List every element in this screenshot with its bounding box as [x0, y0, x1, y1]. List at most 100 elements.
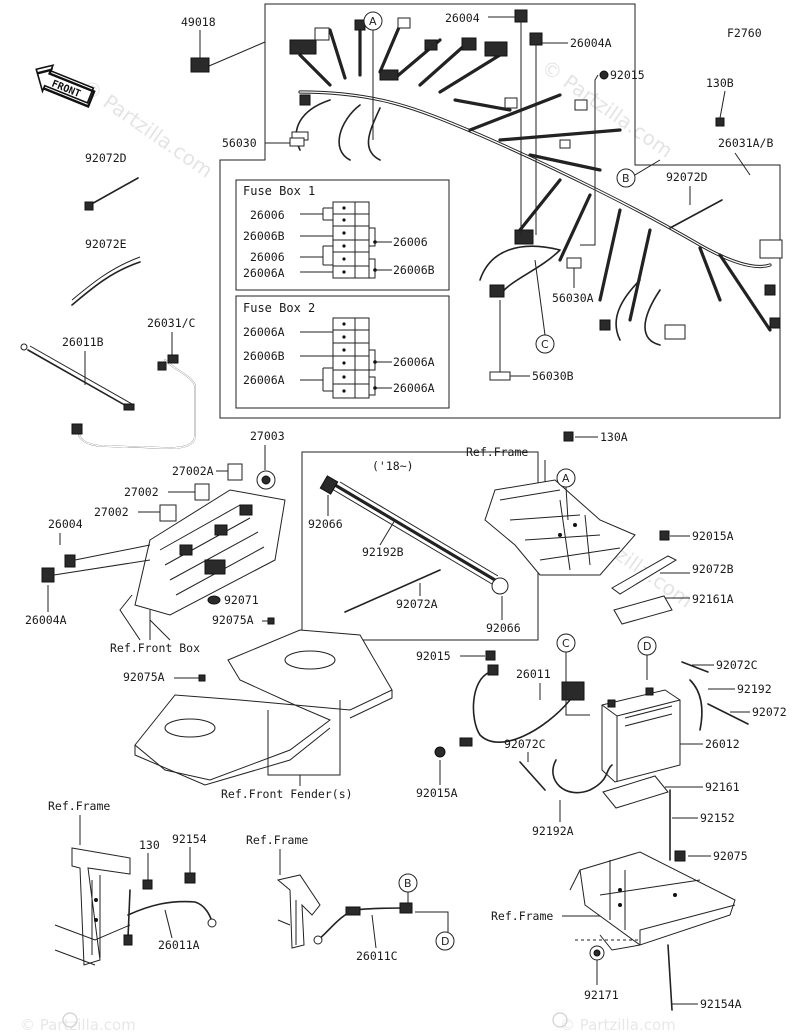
nut-92154 — [184, 872, 196, 884]
part-label-27002-2: 27002 — [94, 505, 129, 519]
part-label-92066-2: 92066 — [486, 621, 521, 635]
fuse-box-1-left-label-1: 26006 — [250, 208, 285, 222]
callout-D-2-text: D — [441, 935, 449, 948]
band-92072B — [611, 555, 678, 595]
part-label-26004A-top: 26004A — [570, 36, 612, 50]
callout-B — [616, 168, 636, 188]
bolt-130A — [563, 431, 574, 442]
part-label-92072B: 92072B — [692, 562, 734, 576]
bolt-130 — [142, 879, 153, 890]
tie-band-92072 — [707, 703, 749, 725]
ref-front-fender: Ref.Front Fender(s) — [221, 787, 353, 801]
part-label-92072D-top: 92072D — [666, 170, 708, 184]
fuse-box-1-diagram — [300, 201, 392, 279]
grommet-92071 — [207, 595, 221, 605]
clip-92075A-1 — [267, 617, 275, 625]
tie-band-92072A — [344, 569, 441, 613]
fuse-box-1-left-label-2: 26006B — [243, 229, 285, 243]
fuse-box-2-left-label-2: 26006B — [243, 349, 285, 363]
part-label-56030B: 56030B — [532, 369, 574, 383]
clip-92075 — [674, 850, 686, 862]
front-arrow-icon: FRONT — [35, 64, 96, 108]
tag-56030 — [289, 137, 305, 147]
part-label-92072E: 92072E — [85, 237, 127, 251]
part-label-92072A: 92072A — [396, 597, 438, 611]
nut-92015A-r — [659, 530, 670, 541]
part-label-92154: 92154 — [172, 832, 207, 846]
ground-cable-26011A — [123, 889, 217, 946]
part-label-92072C-mid: 92072C — [504, 737, 546, 751]
fuse-box-1-panel — [235, 179, 450, 291]
tube-92192 — [689, 679, 703, 731]
harness-26031C — [71, 354, 196, 449]
part-label-56030: 56030 — [222, 136, 257, 150]
callout-D-text: D — [643, 640, 651, 653]
part-label-92192B: 92192B — [362, 545, 404, 559]
part-label-92171: 92171 — [584, 988, 619, 1002]
part-label-92015A-r: 92015A — [692, 529, 734, 543]
bolt-130B — [715, 117, 725, 127]
rod-92154A — [667, 944, 673, 1011]
tie-band-92072C-r — [681, 661, 709, 673]
part-label-92071: 92071 — [224, 593, 259, 607]
part-label-92192A: 92192A — [532, 824, 574, 838]
callout-C-2-text: C — [562, 637, 570, 650]
part-label-56030A: 56030A — [552, 291, 594, 305]
part-label-26031AB: 26031A/B — [718, 136, 773, 150]
fuse-box-1-title: Fuse Box 1 — [243, 184, 315, 198]
fuse-box-2-panel — [235, 295, 450, 409]
cable-26011 — [459, 664, 585, 747]
part-label-49018: 49018 — [181, 15, 216, 29]
fuse-box-2-diagram — [300, 317, 392, 399]
part-label-26011C: 26011C — [356, 949, 398, 963]
part-label-92015A-mid: 92015A — [416, 786, 458, 800]
year-note: ('18~) — [372, 459, 414, 473]
part-label-27003: 27003 — [250, 429, 285, 443]
fuse-box-2-right-label-1: 26006A — [393, 355, 435, 369]
tie-band-92072D-top — [669, 199, 723, 229]
copyright-icon — [62, 1012, 568, 1028]
tag-56030A — [566, 257, 582, 269]
part-label-130A: 130A — [600, 430, 628, 444]
ground-cable-26011C — [313, 902, 413, 945]
tube-92192A — [552, 759, 613, 794]
cable-26011B — [20, 343, 135, 411]
tie-band-92072E — [71, 261, 141, 306]
part-label-92192: 92192 — [737, 682, 772, 696]
ref-frame-br: Ref.Frame — [491, 909, 553, 923]
callout-B-2-text: B — [404, 877, 412, 890]
washer-92015A-mid — [434, 746, 446, 758]
connector-26004A-top — [529, 32, 543, 46]
figure-id: F2760 — [727, 26, 762, 40]
part-label-92154A: 92154A — [700, 997, 742, 1011]
watermark-text: © Partzilla.com — [560, 1016, 676, 1033]
part-label-26011A: 26011A — [158, 938, 200, 952]
main-harness-group-outline — [219, 3, 781, 419]
fuse-box-2-right-label-2: 26006A — [393, 381, 435, 395]
fuse-box-2-left-label-1: 26006A — [243, 325, 285, 339]
watermark-text: © Partzilla.com — [537, 54, 677, 162]
harness-connectors — [289, 17, 783, 340]
callout-A-text: A — [369, 15, 377, 28]
front-fender-panels — [134, 629, 393, 786]
part-label-26004-top: 26004 — [445, 11, 480, 25]
connector-49018 — [190, 57, 210, 73]
part-label-26011: 26011 — [516, 667, 551, 681]
part-label-26012: 26012 — [705, 737, 740, 751]
front-box-relay-panel — [119, 489, 286, 641]
connector-26004A-left — [41, 567, 55, 583]
part-label-92072C-r: 92072C — [716, 658, 758, 672]
frame-bl2 — [276, 874, 321, 949]
relay-27002-2 — [159, 504, 177, 522]
part-label-92072: 92072 — [752, 705, 787, 719]
part-label-92075A-2: 92075A — [123, 670, 165, 684]
part-label-26011B: 26011B — [62, 335, 104, 349]
battery-tray-frame — [569, 851, 736, 951]
part-label-92015-mid: 92015 — [416, 649, 451, 663]
callout-C-text: C — [541, 338, 549, 351]
callout-D-2 — [435, 931, 455, 951]
watermark-text: © Partzilla.com — [20, 1016, 136, 1033]
tag-56030B — [489, 371, 511, 381]
part-label-92075: 92075 — [713, 849, 748, 863]
pad-92161A — [613, 595, 673, 625]
